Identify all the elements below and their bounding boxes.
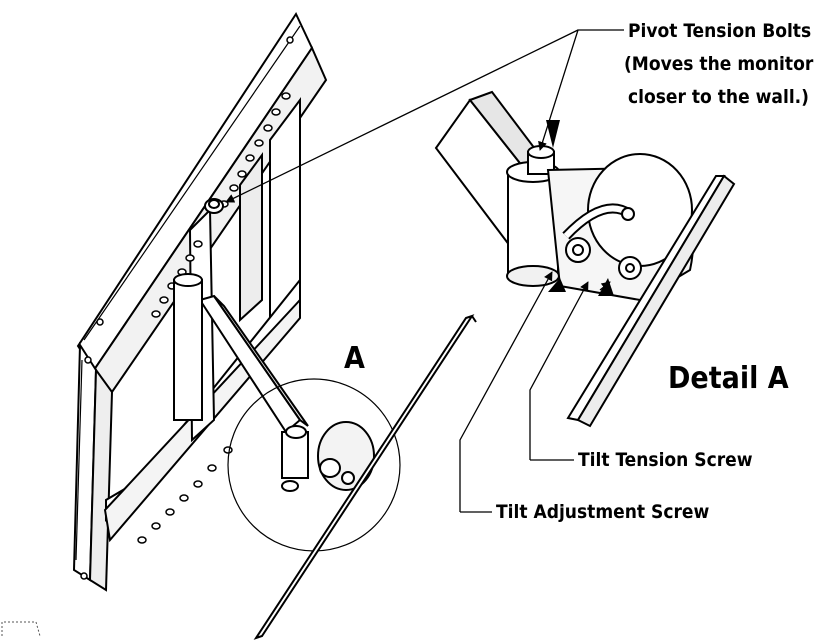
small-hinge [281,421,375,492]
rail-holes [80,36,294,580]
label-marker-a: A [344,341,365,376]
label-tilt-adjustment: Tilt Adjustment Screw [496,501,710,523]
monitor-plate-detail [566,174,736,428]
label-pivot-line3: closer to the wall.) [628,86,809,108]
monitor-plate-small [253,314,477,640]
pointer-arrows [546,120,614,296]
swing-arm [173,273,309,434]
label-tilt-tension: Tilt Tension Screw [578,449,753,471]
leader-lines [225,29,624,513]
label-pivot-line1: Pivot Tension Bolts [628,20,811,42]
detail-a-drawing [434,90,695,302]
rail-bolt [204,198,224,214]
label-detail-a: Detail A [668,361,789,396]
label-pivot-line2: (Moves the monitor [624,53,814,75]
dotted-corner-mark [1,621,41,637]
